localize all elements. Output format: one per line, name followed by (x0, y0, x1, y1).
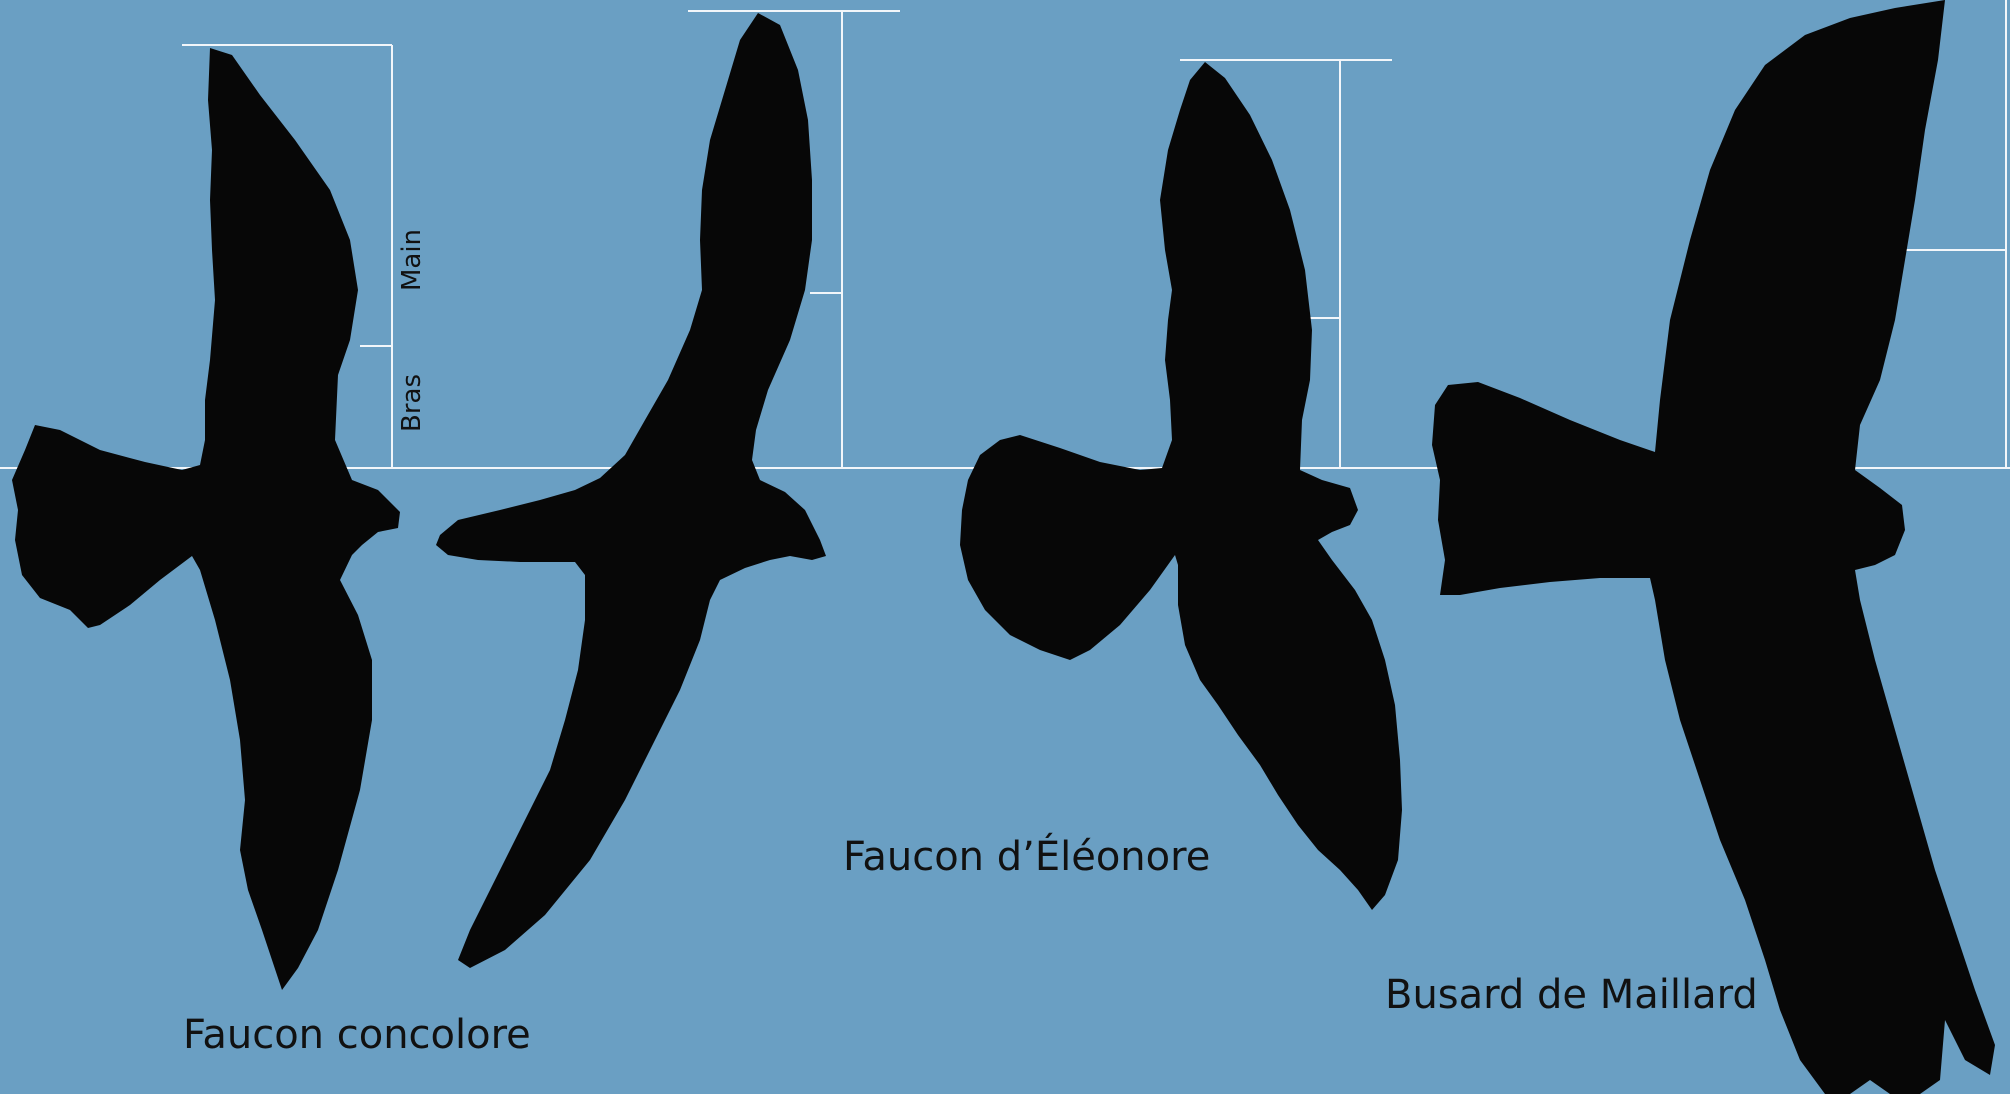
species-caption-busard-de-maillard: Busard de Maillard (1385, 972, 1758, 1018)
hand-segment-label: Main (397, 229, 427, 291)
arm-segment-label: Bras (397, 374, 427, 432)
species-caption-faucon-eleonore: Faucon d’Éléonore (843, 832, 1210, 880)
species-caption-faucon-concolore: Faucon concolore (183, 1012, 531, 1058)
